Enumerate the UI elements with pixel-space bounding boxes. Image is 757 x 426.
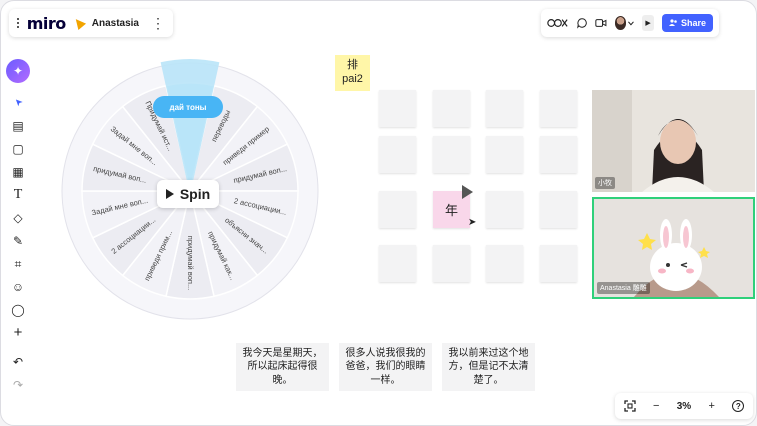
help-icon[interactable]: ? xyxy=(732,400,745,412)
text-frame-icon[interactable]: ▤ xyxy=(12,118,24,133)
add-icon[interactable]: + xyxy=(13,324,23,341)
undo-icon[interactable]: ↶ xyxy=(12,354,24,369)
board-name[interactable]: Anastasia xyxy=(91,17,139,29)
zoom-in-button[interactable]: + xyxy=(708,400,715,412)
zoom-controls: − 3% + ? xyxy=(615,393,753,419)
video-camera-icon[interactable] xyxy=(595,17,607,29)
sticky-note[interactable] xyxy=(540,136,577,173)
video-tile-self[interactable]: Anastasia 雕雕 xyxy=(592,197,755,299)
hamburger-menu-icon[interactable] xyxy=(17,18,19,28)
sticky-note[interactable] xyxy=(540,191,577,228)
user-avatar[interactable] xyxy=(614,16,627,30)
text-icon[interactable]: T xyxy=(13,186,23,202)
people-icon xyxy=(669,19,677,26)
participant-video-image xyxy=(592,90,755,192)
sticky-note[interactable] xyxy=(540,90,577,127)
mouse-pointer-icon: ➤ xyxy=(468,217,477,228)
sticky-note[interactable] xyxy=(540,245,577,282)
sticky-note[interactable] xyxy=(433,136,470,173)
sticky-text-pinyin: pai2 xyxy=(342,73,363,85)
redo-icon[interactable]: ↷ xyxy=(12,377,24,392)
presentation-play-button[interactable]: ▶ xyxy=(642,15,654,31)
fit-to-screen-icon[interactable] xyxy=(624,400,636,412)
miro-logo: miro xyxy=(26,13,67,33)
board-more-icon[interactable]: ⋮ xyxy=(151,15,165,31)
participant-name-label: 小牧 xyxy=(595,177,615,189)
frame-icon[interactable]: ⌗ xyxy=(14,256,22,271)
play-icon xyxy=(165,189,174,199)
cursor-arrow-icon[interactable]: ➤ xyxy=(11,95,25,110)
collaborator-cursor-icon xyxy=(462,185,473,199)
share-button[interactable]: Share xyxy=(662,14,714,32)
sticky-note[interactable] xyxy=(486,245,523,282)
left-toolbar: ✦ ➤ ▤ ▢ ▦ T ◇ ✎ ⌗ ☺ ◯ + ↶ ↷ xyxy=(5,59,31,399)
wheel-winner-highlight xyxy=(160,59,220,195)
zoom-level[interactable]: 3% xyxy=(676,400,692,412)
text-note[interactable]: 很多人说我很我的爸爸，我们的眼睛一样。 xyxy=(339,343,432,391)
chevron-down-icon[interactable] xyxy=(628,20,635,26)
text-note[interactable]: 我今天是星期天，所以起床起得很晚。 xyxy=(236,343,329,391)
board-header: miro Anastasia ⋮ xyxy=(9,9,173,37)
ai-assistant-icon[interactable]: ✦ xyxy=(6,59,30,83)
sticky-note[interactable] xyxy=(433,90,470,127)
video-tile-participant[interactable]: 小牧 xyxy=(592,90,755,192)
layout-icon[interactable]: ▦ xyxy=(12,164,24,179)
sticky-note[interactable] xyxy=(379,191,416,228)
sticky-note[interactable] xyxy=(379,136,416,173)
spin-label: Spin xyxy=(179,186,211,202)
chat-icon[interactable] xyxy=(576,17,587,29)
share-label: Share xyxy=(681,18,707,28)
emoji-icon[interactable]: ☺ xyxy=(11,279,25,294)
self-video-image xyxy=(594,199,753,297)
sticky-note[interactable] xyxy=(486,191,523,228)
comment-icon[interactable]: ◯ xyxy=(11,302,25,317)
sticky-text-hanzi: 排 xyxy=(347,59,358,72)
pen-icon[interactable]: ✎ xyxy=(12,233,24,248)
collaboration-bar: ▶ Share xyxy=(541,9,719,37)
sticky-note[interactable] xyxy=(379,245,416,282)
text-note[interactable]: 我以前来过这个地方，但是记不太清楚了。 xyxy=(442,343,535,391)
zoom-out-button[interactable]: − xyxy=(652,400,660,412)
sticky-note-yellow[interactable]: 排 pai2 xyxy=(335,55,370,91)
spin-button[interactable]: Spin xyxy=(157,180,219,208)
sticky-note[interactable] xyxy=(486,136,523,173)
self-name-label: Anastasia 雕雕 xyxy=(597,282,650,294)
sticky-note[interactable] xyxy=(486,90,523,127)
sticky-note[interactable] xyxy=(433,245,470,282)
wheel-winner-label: дай тоны xyxy=(153,96,223,118)
tools-panel: ➤ ▤ ▢ ▦ T ◇ ✎ ⌗ ☺ ◯ + ↶ ↷ xyxy=(5,89,31,398)
sticky-note[interactable] xyxy=(379,90,416,127)
sticky-note-icon[interactable]: ▢ xyxy=(12,141,24,156)
shapes-icon[interactable]: ◇ xyxy=(13,210,23,225)
reactions-icon[interactable] xyxy=(547,16,569,30)
presence-cursor-icon xyxy=(71,15,86,31)
wheel-segment-label: придумай воп... xyxy=(186,236,195,290)
